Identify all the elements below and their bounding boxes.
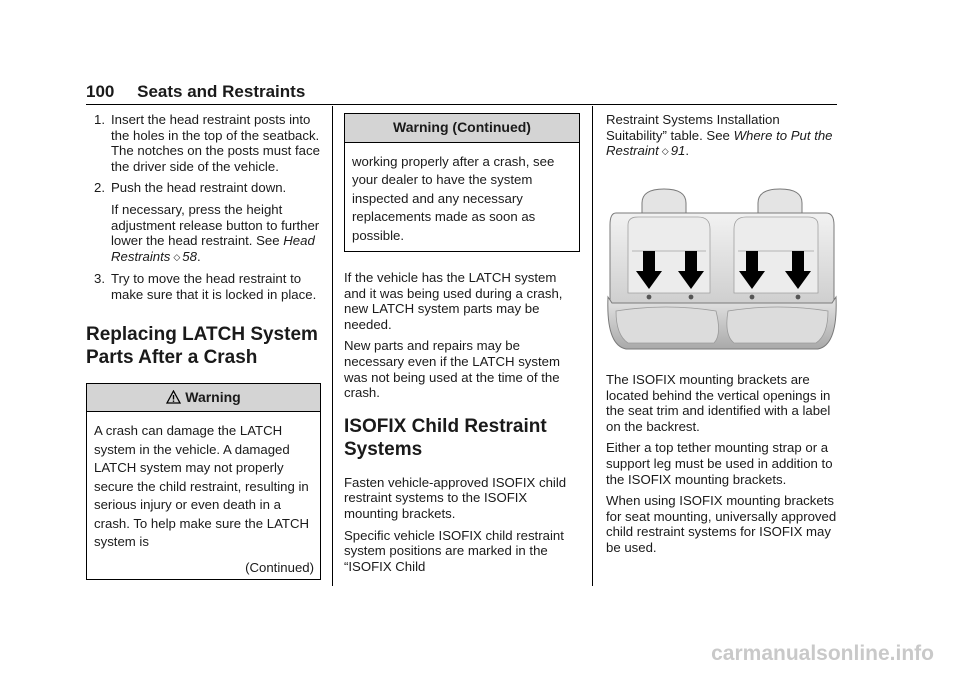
where-to-put-restraint-link[interactable]: Where to Put the Restraint — [606, 127, 833, 159]
column-2: Warning (Continued) working properly aft… — [344, 113, 580, 580]
step-2-note: If necessary, press the height adjustmen… — [111, 201, 320, 264]
universal-approval-paragraph: When using ISOFIX mounting brackets for … — [606, 493, 837, 555]
warning-title: Warning — [185, 388, 241, 405]
tether-paragraph: Either a top tether mounting strap or a … — [606, 440, 833, 487]
column-3: Restraint Systems Installation Suitabili… — [606, 112, 842, 166]
step-1: 1. Insert the head restraint posts into … — [94, 112, 320, 174]
head-restraints-link[interactable]: Head Restraints — [111, 233, 315, 264]
step-3: 3. Try to move the head restraint to mak… — [92, 271, 320, 302]
isofix-paragraph-2: Specific vehicle ISOFIX child restraint … — [344, 527, 564, 574]
latch-paragraph-2: New parts and repairs may be necessary e… — [344, 338, 560, 401]
where-to-put-restraint-page-link[interactable]: 91 — [670, 143, 686, 159]
column-divider-1 — [332, 106, 333, 586]
page-ref-icon: ◇ — [661, 146, 669, 157]
isofix-seat-illustration — [607, 188, 837, 350]
section-heading-latch: Replacing LATCH System Parts After a Cra… — [86, 323, 318, 368]
warning-continued-box: Warning (Continued) working properly aft… — [344, 113, 580, 253]
latch-paragraph-1: If the vehicle has the LATCH system and … — [344, 270, 563, 332]
section-heading-isofix: ISOFIX Child Restraint Systems — [344, 415, 547, 460]
warning-continued-body: working properly after a crash, see your… — [352, 153, 555, 243]
step-3-text: Try to move the head restraint to make s… — [111, 271, 317, 302]
warning-triangle-icon — [166, 389, 182, 404]
down-arrow-icons — [636, 251, 811, 289]
warning-body: A crash can damage the LATCH system in t… — [94, 423, 310, 550]
installation-suitability-intro: Restraint Systems Installation Suitabili… — [606, 112, 833, 159]
page-header: 100 Seats and Restraints — [86, 82, 305, 102]
warning-header: Warning — [87, 383, 320, 413]
page-ref-icon: ◇ — [173, 251, 181, 262]
section-title: Seats and Restraints — [137, 82, 306, 101]
continued-label: (Continued) — [245, 559, 314, 575]
page-number: 100 — [86, 82, 115, 101]
head-restraints-page-link[interactable]: 58 — [182, 248, 197, 264]
column-divider-2 — [592, 106, 593, 586]
column-1: 1. Insert the head restraint posts into … — [86, 112, 321, 581]
step-2-text: Push the head restraint down. — [111, 180, 287, 196]
header-rule — [86, 104, 837, 105]
column-3-lower: The ISOFIX mounting brackets are located… — [606, 372, 842, 562]
warning-continued-header: Warning (Continued) — [345, 114, 579, 143]
isofix-brackets-paragraph: The ISOFIX mounting brackets are located… — [606, 372, 831, 434]
step-1-text: Insert the head restraint posts into the… — [111, 112, 320, 174]
isofix-paragraph-1: Fasten vehicle-approved ISOFIX child res… — [344, 474, 567, 522]
warning-box: Warning A crash can damage the LATCH sys… — [86, 382, 321, 581]
watermark: carmanualsonline.info — [711, 642, 934, 665]
step-2: 2. Push the head restraint down. — [94, 180, 287, 196]
